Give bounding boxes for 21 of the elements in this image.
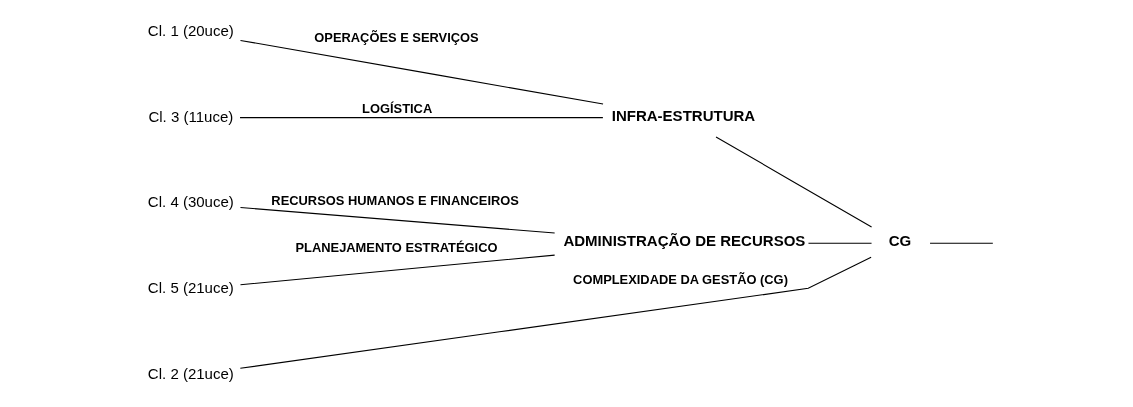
node-text: Cl. 1 (20uce) (147, 21, 234, 39)
node-text: Cl. 5 (21uce) (147, 279, 234, 297)
connector (239, 207, 556, 234)
edge-label: OPERAÇÕES E SERVIÇOS (314, 30, 479, 46)
edge-label: LOGÍSTICA (362, 100, 433, 116)
node-text: Cl. 4 (30uce) (147, 193, 234, 211)
connector (807, 242, 873, 244)
connector (239, 39, 604, 105)
connector (715, 136, 873, 228)
node-text: CG (888, 232, 912, 250)
edge-label: RECURSOS HUMANOS E FINANCEIROS (271, 193, 519, 209)
edge-label: PLANEJAMENTO ESTRATÉGICO (295, 240, 498, 256)
connector (239, 117, 604, 119)
edge-label: COMPLEXIDADE DA GESTÃO (CG) (573, 271, 788, 287)
node-text: ADMINISTRAÇÃO DE RECURSOS (563, 232, 806, 250)
node-text: Cl. 2 (21uce) (147, 365, 234, 383)
node-text: INFRA-ESTRUTURA (611, 106, 756, 124)
connector (239, 254, 556, 286)
connector (239, 256, 872, 369)
node-text: Cl. 3 (11uce) (148, 107, 234, 125)
connector (929, 242, 994, 244)
